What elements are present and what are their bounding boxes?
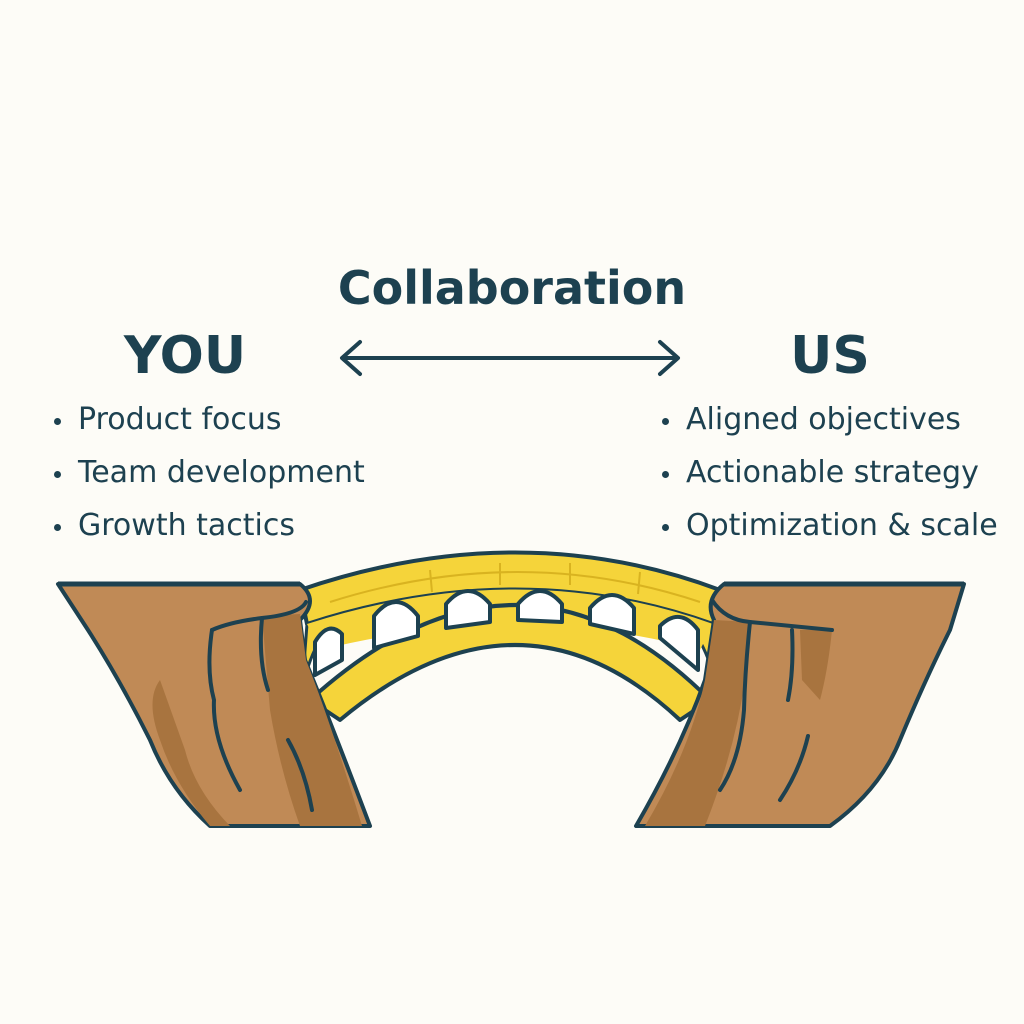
diagram-title: Collaboration — [337, 261, 687, 315]
bridge-icon — [298, 550, 722, 722]
right-cliff-icon — [634, 581, 966, 828]
left-cliff-icon — [56, 581, 372, 828]
bridge-between-cliffs-illustration — [56, 550, 966, 828]
you-list-item: Product focus — [52, 396, 365, 449]
us-list-item: Optimization & scale — [660, 502, 998, 555]
us-list-item: Actionable strategy — [660, 449, 998, 502]
you-list-item: Growth tactics — [52, 502, 365, 555]
you-list: Product focus Team development Growth ta… — [52, 396, 365, 555]
double-headed-arrow-icon — [340, 340, 680, 376]
you-list-item: Team development — [52, 449, 365, 502]
us-list: Aligned objectives Actionable strategy O… — [660, 396, 998, 555]
you-heading: YOU — [123, 326, 247, 386]
us-heading: US — [790, 326, 870, 386]
us-list-item: Aligned objectives — [660, 396, 998, 449]
